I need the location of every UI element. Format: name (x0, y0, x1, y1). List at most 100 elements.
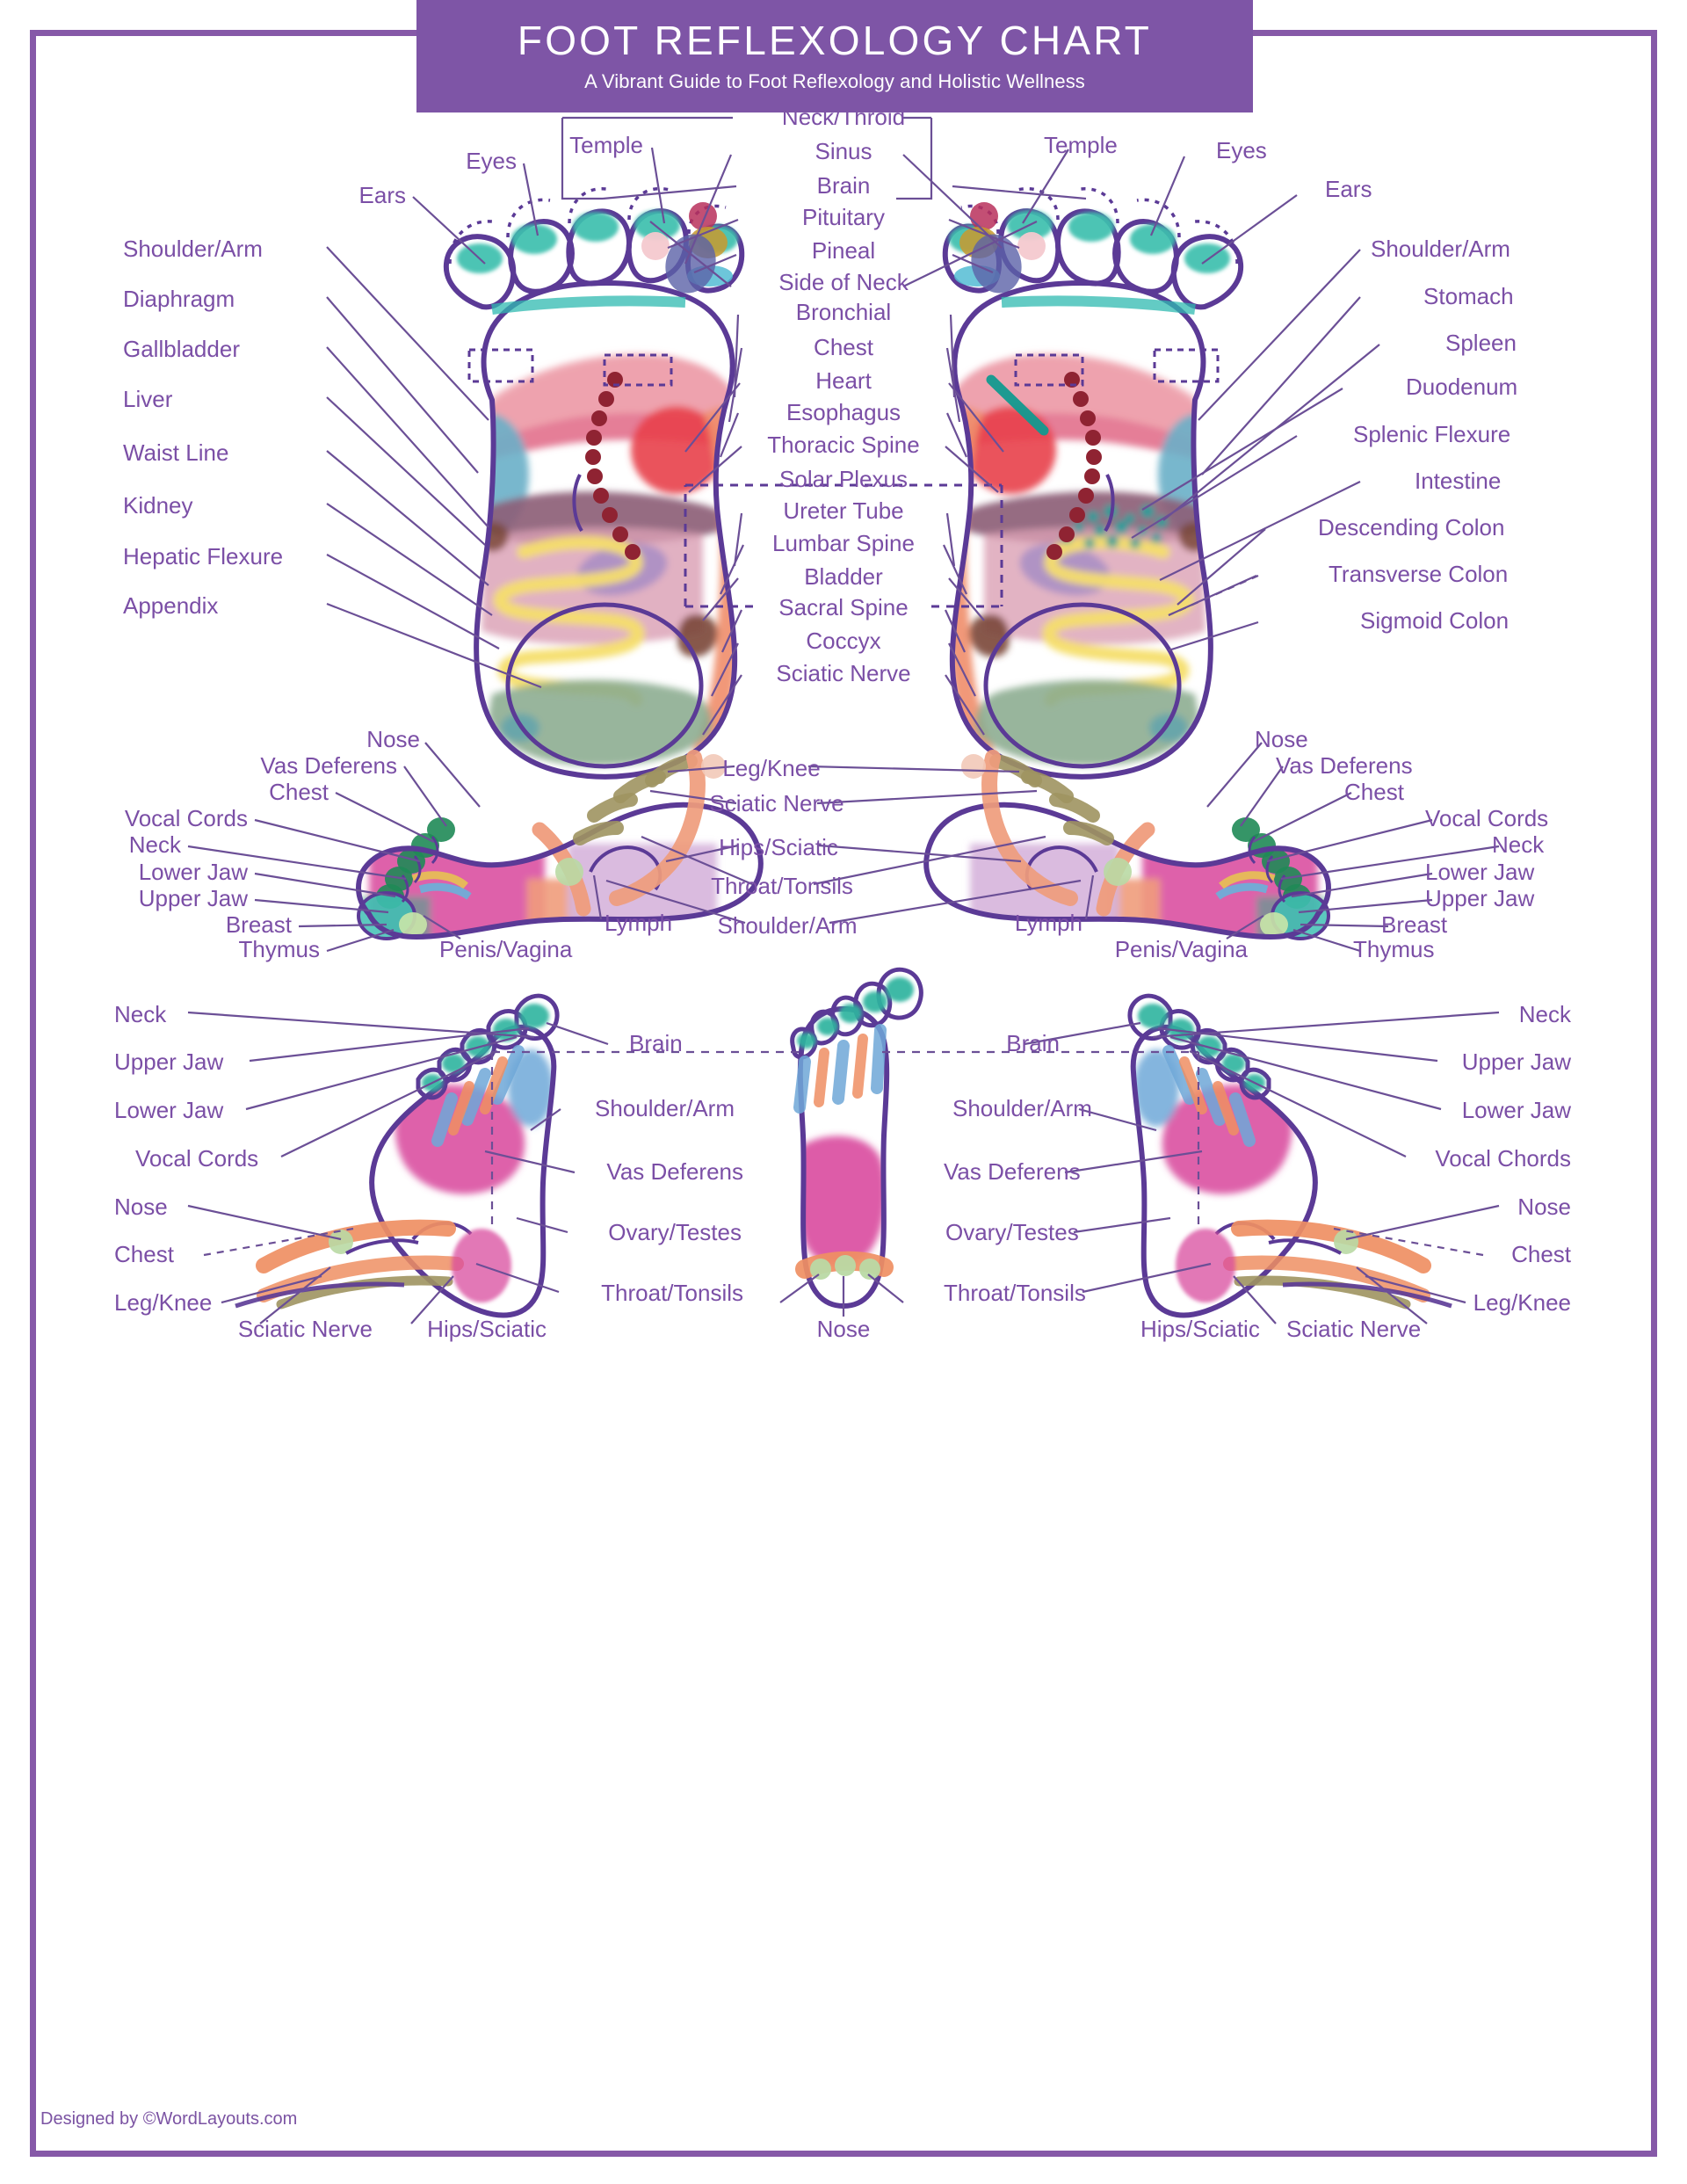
label-intestine: Intestine (1415, 468, 1502, 494)
label-hips-sciatic-top-right: Hips/Sciatic (1140, 1316, 1260, 1342)
label-vas-deferens-top-right: Vas Deferens (944, 1158, 1081, 1185)
label-vocal-cords-inner-left: Vocal Cords (124, 805, 248, 831)
label-vocal-chords-top-right: Vocal Chords (1435, 1145, 1571, 1172)
label-ovary-testes-top-left: Ovary/Testes (608, 1219, 742, 1245)
top-center-sinus-streaks (793, 1024, 887, 1114)
label-sciatic-nerve-soles: Sciatic Nerve (776, 660, 911, 686)
label-upper-jaw-inner-left: Upper Jaw (138, 885, 248, 911)
label-hepatic-flexure: Hepatic Flexure (123, 543, 284, 570)
label-vas-deferens-top-left: Vas Deferens (606, 1158, 743, 1185)
label-vas-deferens-inner-left: Vas Deferens (260, 752, 397, 779)
label-hips-sciatic-inner: Hips/Sciatic (719, 834, 838, 860)
spine-dots-left (585, 372, 641, 560)
label-temple-right: Temple (1044, 132, 1118, 158)
label-eyes-right: Eyes (1216, 137, 1267, 163)
label-hips-sciatic-top-left: Hips/Sciatic (427, 1316, 547, 1342)
label-kidney: Kidney (123, 492, 193, 519)
label-gallbladder: Gallbladder (123, 336, 240, 362)
label-lumbar-spine: Lumbar Spine (772, 530, 915, 556)
label-nose-inner-left: Nose (366, 726, 420, 752)
label-chest-soles: Chest (814, 334, 873, 360)
label-shoulder-arm-top-right: Shoulder/Arm (952, 1095, 1092, 1121)
label-shoulder-arm-left: Shoulder/Arm (123, 236, 263, 262)
label-chest-inner-left: Chest (269, 779, 329, 805)
label-nose-inner-right: Nose (1255, 726, 1308, 752)
label-brain-top-left: Brain (629, 1030, 683, 1056)
label-neck-inner-left: Neck (128, 831, 181, 858)
label-sigmoid-colon: Sigmoid Colon (1360, 607, 1510, 634)
label-stomach: Stomach (1423, 283, 1514, 309)
label-ears-right: Ears (1325, 176, 1372, 202)
label-throat-tonsils-top-right: Throat/Tonsils (944, 1280, 1086, 1306)
label-transverse-colon: Transverse Colon (1329, 561, 1509, 587)
label-lower-jaw-inner-left: Lower Jaw (138, 859, 248, 885)
label-spleen: Spleen (1445, 330, 1517, 356)
page-subtitle: A Vibrant Guide to Foot Reflexology and … (584, 69, 1085, 92)
label-penis-vagina-inner-left: Penis/Vagina (439, 936, 573, 962)
poster-header: FOOT REFLEXOLOGY CHART A Vibrant Guide t… (416, 0, 1253, 112)
label-lymph-inner-right: Lymph (1014, 910, 1082, 936)
top-center-foot (790, 967, 923, 1310)
label-solar-plexus: Solar Plexus (779, 466, 908, 492)
label-thoracic-spine: Thoracic Spine (767, 432, 920, 458)
sole-right-foot (942, 186, 1244, 780)
label-pineal: Pineal (811, 237, 876, 264)
label-bladder: Bladder (804, 563, 883, 590)
label-waist-line: Waist Line (123, 439, 229, 466)
inner-left-foot (356, 750, 764, 940)
label-temple-left: Temple (569, 132, 643, 158)
label-bronchial: Bronchial (795, 299, 892, 325)
label-upper-jaw-inner-right: Upper Jaw (1425, 885, 1535, 911)
label-splenic-flexure: Splenic Flexure (1353, 421, 1511, 447)
label-sacral-spine: Sacral Spine (778, 594, 909, 620)
label-ureter-tube: Ureter Tube (783, 497, 904, 524)
label-liver: Liver (123, 386, 173, 412)
label-thymus-inner-left: Thymus (238, 936, 320, 962)
label-side-of-neck: Side of Neck (778, 269, 909, 295)
label-lower-jaw-top-left: Lower Jaw (114, 1097, 224, 1123)
spine-dots-right (1046, 372, 1102, 560)
label-chest-top-left: Chest (114, 1241, 174, 1267)
label-leg-knee-top-right: Leg/Knee (1473, 1289, 1571, 1316)
label-vocal-cords-top-left: Vocal Cords (135, 1145, 259, 1172)
label-sinus: Sinus (815, 138, 872, 164)
label-lymph-inner-left: Lymph (605, 910, 673, 936)
label-lower-jaw-top-right: Lower Jaw (1461, 1097, 1571, 1123)
label-eyes-left: Eyes (466, 148, 517, 174)
label-ovary-testes-top-right: Ovary/Testes (945, 1219, 1079, 1245)
label-vocal-cords-inner-right: Vocal Cords (1425, 805, 1549, 831)
label-shoulder-arm-inner: Shoulder/Arm (717, 912, 858, 939)
label-neck-top-left: Neck (114, 1001, 167, 1027)
label-heart: Heart (815, 367, 872, 394)
label-sciatic-nerve-inner: Sciatic Nerve (709, 790, 844, 816)
label-breast-inner-right: Breast (1381, 911, 1448, 938)
label-leg-knee-inner: Leg/Knee (722, 755, 821, 781)
label-shoulder-arm-right: Shoulder/Arm (1371, 236, 1510, 262)
label-nose-top-right: Nose (1517, 1194, 1571, 1220)
label-sciatic-nerve-top-left: Sciatic Nerve (237, 1316, 373, 1342)
designer-credit: Designed by ©WordLayouts.com (40, 2109, 298, 2129)
page-title: FOOT REFLEXOLOGY CHART (517, 18, 1153, 64)
label-leg-knee-top-left: Leg/Knee (114, 1289, 213, 1316)
label-neck-top-right: Neck (1518, 1001, 1571, 1027)
label-vas-deferens-inner-right: Vas Deferens (1276, 752, 1413, 779)
label-brain-top-right: Brain (1006, 1030, 1060, 1056)
label-nose-top-center: Nose (816, 1316, 871, 1342)
label-esophagus: Esophagus (786, 399, 901, 425)
label-duodenum: Duodenum (1406, 374, 1518, 400)
label-lower-jaw-inner-right: Lower Jaw (1425, 859, 1535, 885)
label-chest-top-right: Chest (1511, 1241, 1571, 1267)
label-throat-tonsils-top-left: Throat/Tonsils (601, 1280, 743, 1306)
label-appendix: Appendix (123, 592, 219, 619)
label-shoulder-arm-top-left: Shoulder/Arm (595, 1095, 735, 1121)
label-diaphragm: Diaphragm (123, 286, 235, 312)
label-upper-jaw-top-right: Upper Jaw (1461, 1048, 1571, 1075)
label-pituitary: Pituitary (802, 204, 885, 230)
top-right-foot (1127, 993, 1452, 1318)
label-ears-left: Ears (358, 182, 406, 208)
label-brain-soles: Brain (816, 172, 871, 199)
label-upper-jaw-top-left: Upper Jaw (114, 1048, 224, 1075)
inner-right-foot (923, 750, 1331, 940)
